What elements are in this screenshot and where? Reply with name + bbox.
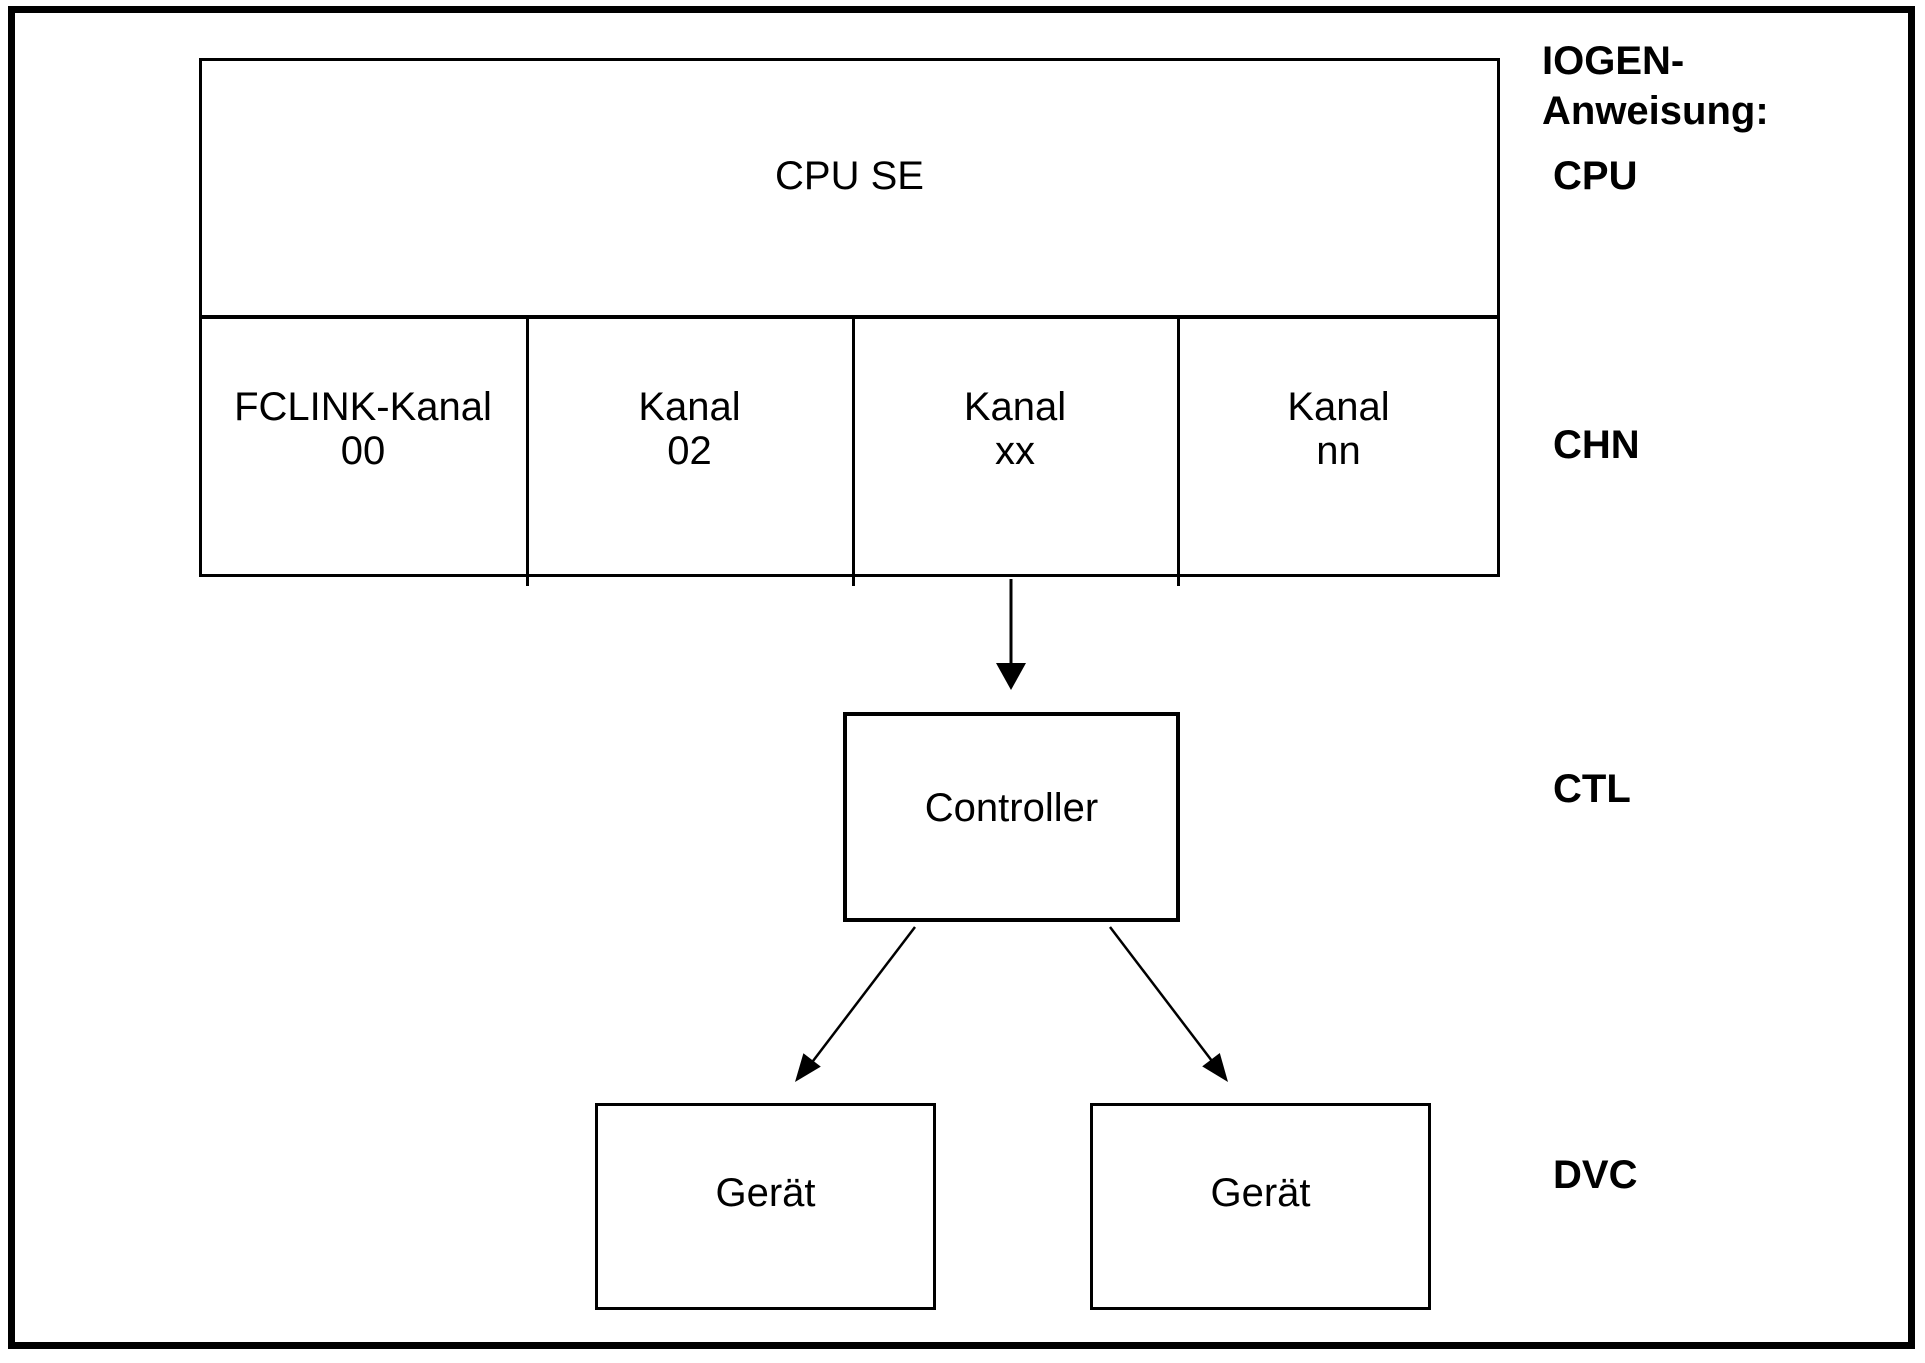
cpu-box: CPU SE bbox=[199, 61, 1500, 315]
channel-box-fclink-00: FCLINK-Kanal 00 bbox=[202, 319, 524, 574]
channel-number: 02 bbox=[667, 429, 712, 473]
device-label: Gerät bbox=[715, 1171, 816, 1215]
channel-box-xx: Kanal xx bbox=[855, 319, 1175, 574]
channel-box-02: Kanal 02 bbox=[529, 319, 850, 574]
cpu-box-label: CPU SE bbox=[775, 153, 924, 198]
legend-level-cpu: CPU bbox=[1553, 154, 1638, 198]
channel-name: Kanal bbox=[638, 385, 741, 429]
channel-divider-2 bbox=[852, 319, 855, 586]
controller-label: Controller bbox=[924, 785, 1099, 830]
legend-title-line1: IOGEN- bbox=[1542, 39, 1685, 83]
legend-title: IOGEN- Anweisung: bbox=[1542, 36, 1769, 136]
channel-name: FCLINK-Kanal bbox=[234, 385, 492, 429]
cpu-chn-divider bbox=[199, 315, 1500, 319]
device-label: Gerät bbox=[1210, 1171, 1311, 1215]
controller-box: Controller bbox=[843, 712, 1180, 922]
channel-name: Kanal bbox=[963, 385, 1067, 429]
channel-number: xx bbox=[995, 429, 1035, 473]
legend-title-line2: Anweisung: bbox=[1542, 89, 1769, 133]
channel-number: nn bbox=[1316, 429, 1361, 473]
legend-level-chn: CHN bbox=[1553, 423, 1640, 467]
device-box-left: Gerät bbox=[595, 1103, 936, 1310]
legend-level-dvc: DVC bbox=[1553, 1153, 1638, 1197]
outer-border bbox=[8, 6, 1915, 1349]
channel-name: Kanal bbox=[1287, 385, 1390, 429]
legend-level-ctl: CTL bbox=[1553, 767, 1631, 811]
channel-box-nn: Kanal nn bbox=[1180, 319, 1497, 574]
channel-number: 00 bbox=[340, 429, 386, 473]
device-box-right: Gerät bbox=[1090, 1103, 1431, 1310]
channel-divider-3 bbox=[1177, 319, 1180, 586]
channel-divider-1 bbox=[526, 319, 529, 586]
